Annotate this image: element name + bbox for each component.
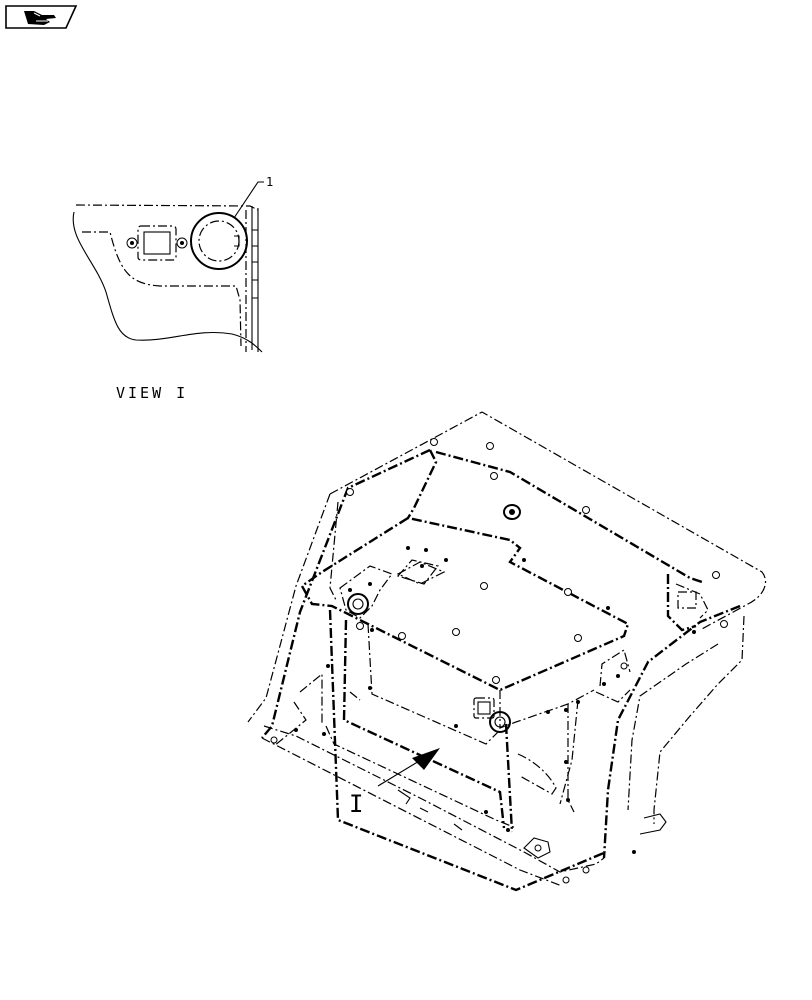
detail-view: 1 VIEW I [72,175,273,402]
main-assembly: I [247,411,767,892]
callout-circle [190,212,248,270]
deck-boss [347,504,521,615]
view-caption: VIEW I [116,384,188,402]
mounting-holes [270,438,728,884]
nav-button[interactable] [5,5,78,29]
rectangular-socket [126,225,188,261]
callout-number: 1 [266,175,273,189]
front-connector [473,697,511,733]
callout-leader [233,181,264,219]
hand-pointer-icon [24,11,56,25]
view-direction-arrow [377,748,440,787]
view-marker: I [349,790,363,818]
